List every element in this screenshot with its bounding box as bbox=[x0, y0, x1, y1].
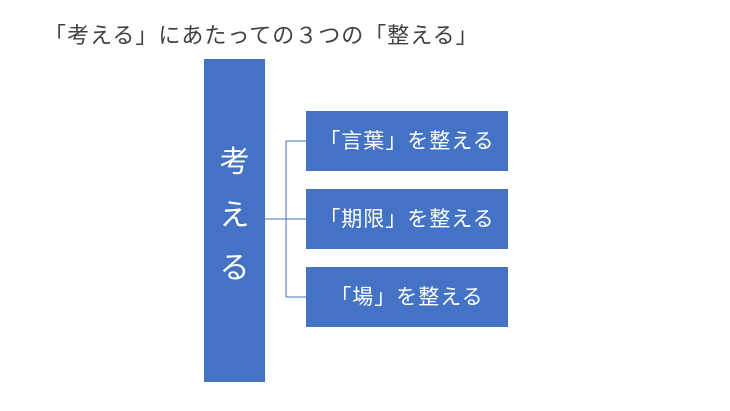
page-title: 「考える」にあたっての３つの「整える」 bbox=[44, 24, 479, 49]
branch-box-place: 「場」を整える bbox=[306, 267, 508, 327]
main-concept-label: 考 え る bbox=[219, 145, 250, 286]
branch-box-words: 「言葉」を整える bbox=[306, 111, 508, 171]
branch-box-deadline: 「期限」を整える bbox=[306, 189, 508, 249]
main-concept-box bbox=[204, 59, 265, 382]
